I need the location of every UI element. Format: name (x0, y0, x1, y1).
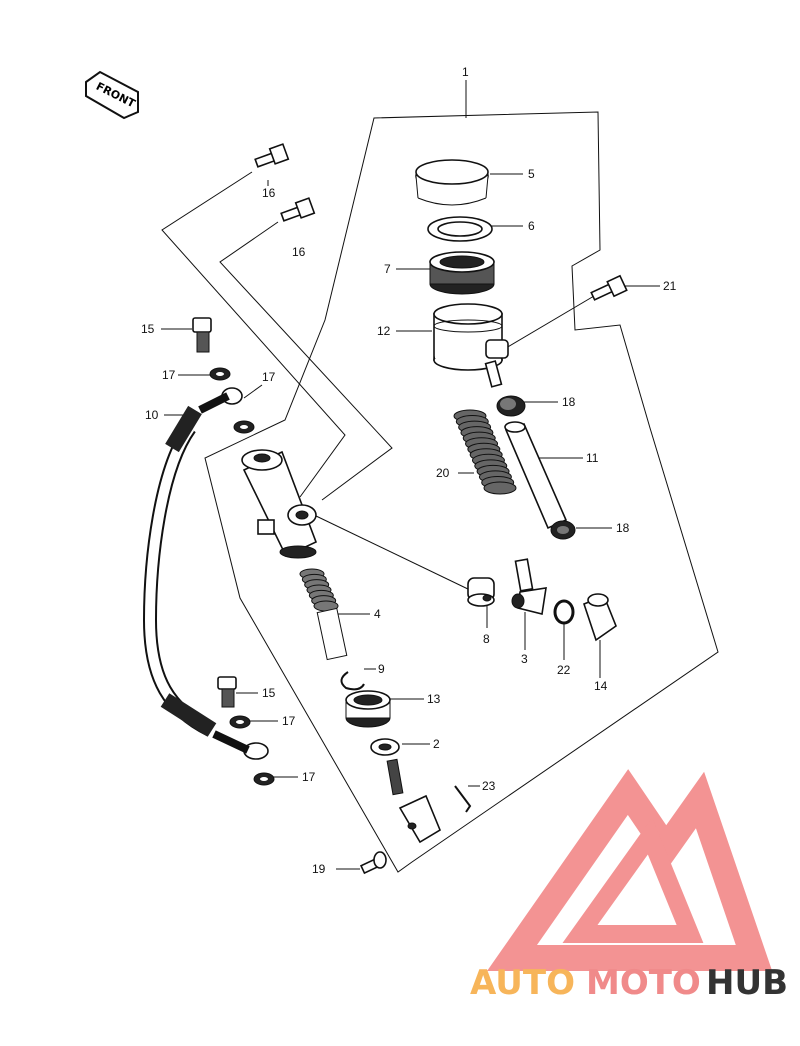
bolt-16-upper (254, 143, 290, 168)
spring-20 (453, 409, 517, 495)
push-rod-clevis (386, 758, 442, 844)
callout-21: 21 (663, 279, 677, 293)
front-arrow-icon: FRONT (85, 70, 139, 120)
callout-17-d: 17 (302, 770, 316, 784)
callout-15-bottom: 15 (262, 686, 276, 700)
piston-body (316, 607, 348, 661)
brake-hose (142, 387, 269, 760)
watermark-word-moto: MOTO (586, 963, 701, 1003)
bolt-16-lower (280, 197, 316, 222)
piston-assembly (299, 568, 348, 661)
callout-17-c: 17 (282, 714, 296, 728)
callout-11: 11 (586, 451, 599, 465)
washer-bottom-1 (229, 715, 251, 729)
o-ring (553, 599, 575, 625)
watermark-triangle-icon (487, 769, 773, 971)
elbow-fitting (511, 558, 547, 615)
banjo-bolt-bottom (217, 676, 237, 708)
callout-9: 9 (378, 662, 385, 676)
hose-clamp-bottom (550, 520, 576, 540)
callout-22: 22 (557, 663, 571, 677)
callout-3: 3 (521, 652, 528, 666)
washer-bottom-2 (253, 772, 275, 786)
watermark-logo (487, 769, 773, 971)
callout-1: 1 (462, 65, 469, 79)
callout-10: 10 (145, 408, 159, 422)
callout-18-bottom: 18 (616, 521, 630, 535)
callout-8: 8 (483, 632, 490, 646)
reservoir-hose (504, 421, 568, 530)
watermark-wordmark: AUTO MOTO HUB (470, 963, 788, 1003)
dust-boot (345, 690, 391, 728)
grommet (467, 577, 495, 607)
diaphragm (429, 251, 495, 295)
callout-7: 7 (384, 262, 391, 276)
watermark-word-hub: HUB (706, 963, 788, 1003)
callout-23: 23 (482, 779, 496, 793)
callout-15-top: 15 (141, 322, 155, 336)
push-rod-nut (370, 738, 400, 756)
watermark-word-auto: AUTO (470, 963, 575, 1003)
callout-17-b: 17 (262, 370, 276, 384)
bolt-21 (590, 274, 628, 301)
callout-16-b: 16 (292, 245, 306, 259)
callout-2: 2 (433, 737, 440, 751)
callout-6: 6 (528, 219, 535, 233)
coil-turn (483, 481, 517, 495)
callout-14: 14 (594, 679, 608, 693)
callout-13: 13 (427, 692, 441, 706)
callout-20: 20 (436, 466, 450, 480)
clevis-pin (359, 851, 387, 875)
callout-12: 12 (377, 324, 391, 338)
callout-4: 4 (374, 607, 381, 621)
banjo-bolt-top (192, 317, 212, 353)
reservoir (433, 303, 509, 388)
washer-top-1 (209, 367, 231, 381)
washer-top-2 (233, 420, 255, 434)
callout-labels: 1 5 6 7 12 21 18 11 20 18 4 9 13 2 8 3 2… (141, 65, 677, 876)
hose-fitting (583, 593, 617, 642)
reservoir-cap (415, 159, 489, 206)
callout-19: 19 (312, 862, 326, 876)
master-cylinder-body (241, 449, 318, 559)
callout-18-top: 18 (562, 395, 576, 409)
callout-16-a: 16 (262, 186, 276, 200)
callout-5: 5 (528, 167, 535, 181)
callout-17-a: 17 (162, 368, 176, 382)
assembly-outline (204, 111, 719, 873)
circlip (340, 671, 365, 691)
hose-clamp-top (496, 395, 526, 417)
diaphragm-plate (427, 216, 493, 242)
leader-lines (161, 80, 660, 870)
cotter-pin (454, 785, 472, 813)
